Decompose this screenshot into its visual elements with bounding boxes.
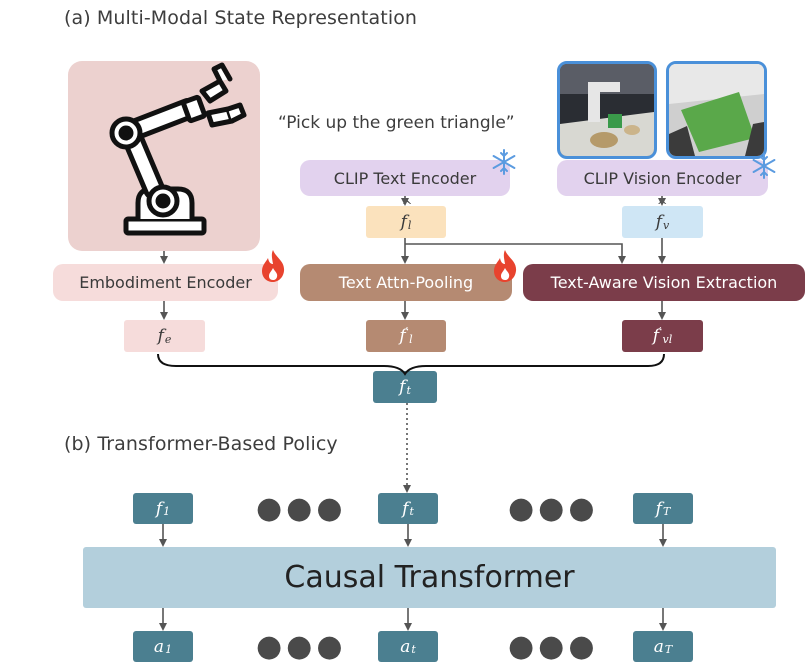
- ellipsis-output-left: ●●●: [256, 629, 347, 664]
- causal-transformer: Causal Transformer: [83, 547, 776, 608]
- text-aware-vision-extraction: Text-Aware Vision Extraction: [523, 264, 805, 301]
- feature-f-v-hat: f^v: [622, 199, 703, 238]
- text-attn-pooling: Text Attn-Pooling: [300, 264, 512, 301]
- flame-icon: [262, 250, 285, 282]
- language-instruction: “Pick up the green triangle”: [278, 113, 515, 133]
- feature-f-l-prime: f′l: [366, 320, 446, 352]
- clip-vision-encoder: CLIP Vision Encoder: [557, 160, 768, 196]
- section-a-title: (a) Multi-Modal State Representation: [64, 7, 418, 29]
- flame-icon: [494, 250, 517, 282]
- snowflake-icon: [492, 149, 516, 175]
- ellipsis-output-right: ●●●: [508, 629, 599, 664]
- feature-f-l-hat: f^l: [366, 199, 446, 238]
- camera-image-third-person: [557, 61, 657, 159]
- snowflake-icon: [752, 153, 776, 179]
- section-b-title: (b) Transformer-Based Policy: [64, 433, 338, 455]
- embodiment-encoder: Embodiment Encoder: [53, 264, 278, 301]
- clip-text-encoder: CLIP Text Encoder: [300, 160, 510, 196]
- feature-f-vl-prime: f′vl: [622, 320, 703, 352]
- robot-panel: [68, 61, 260, 251]
- ellipsis-input-left: ●●●: [256, 491, 347, 526]
- camera-image-wrist: [666, 61, 767, 159]
- ellipsis-input-right: ●●●: [508, 491, 599, 526]
- robot-arm-icon: [109, 62, 247, 236]
